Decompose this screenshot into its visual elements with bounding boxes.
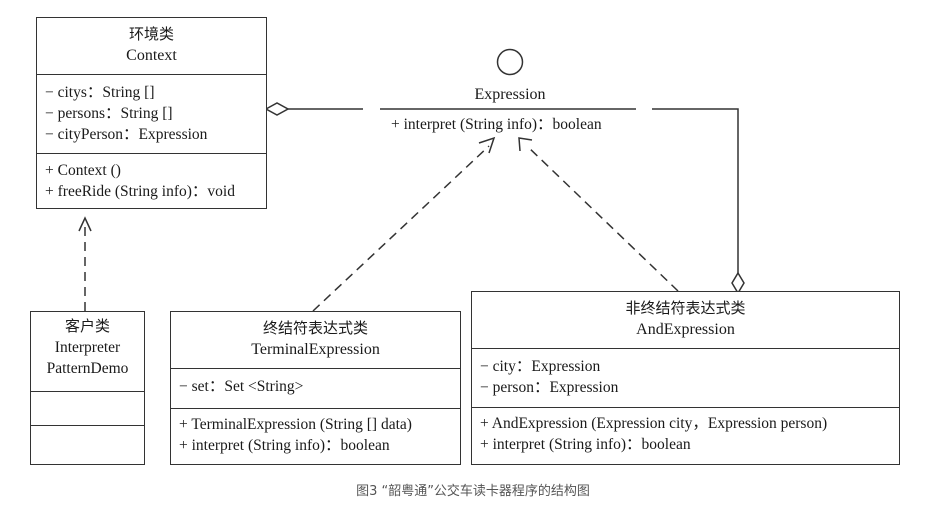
aggregation-line-andexpression [652,108,739,273]
context-title-en: Context [126,47,177,64]
nonterminal-operation: + AndExpression (Expression city，Express… [480,415,828,432]
nonterminal-operation: + interpret (String info)：boolean [480,436,691,453]
realization-line-andexpression [526,145,679,292]
realization-line-terminal [312,145,490,312]
expression-interface-name: Expression [474,86,546,103]
figure-caption: 图3 “韶粤通”公交车读卡器程序的结构图 [356,484,590,499]
terminal-operation: + TerminalExpression (String [] data) [179,416,412,433]
context-attribute: − citys：String [] [45,84,155,101]
context-operation: + Context () [45,162,121,179]
client-title-en: PatternDemo [46,360,129,377]
terminal-expression-class: 终结符表达式类 TerminalExpression − set：Set <St… [170,311,461,465]
terminal-title-zh: 终结符表达式类 [262,319,368,337]
dependency-arrow-icon [78,216,92,232]
and-expression-class: 非终结符表达式类 AndExpression − city：Expression… [471,291,900,465]
terminal-title-en: TerminalExpression [251,341,380,358]
client-operations-section [31,425,144,463]
nonterminal-attribute: − person：Expression [480,379,619,396]
context-class: 环境类 Context − citys：String [] − persons：… [36,17,267,209]
aggregation-diamond-icon [264,102,290,116]
context-attribute: − persons：String [] [45,105,173,122]
client-class: 客户类 Interpreter PatternDemo [30,311,145,465]
terminal-operation: + interpret (String info)：boolean [179,437,390,454]
realization-arrow-icon [518,137,533,152]
nonterminal-title-en: AndExpression [636,321,735,338]
realization-arrow-icon [478,136,496,154]
interface-lollipop-icon [496,48,524,76]
nonterminal-attribute: − city：Expression [480,358,601,375]
terminal-attribute: − set：Set <String> [179,378,304,395]
context-title-zh: 环境类 [128,25,174,43]
nonterminal-title-zh: 非终结符表达式类 [625,299,746,317]
context-attribute: − cityPerson：Expression [45,126,208,143]
aggregation-diamond-icon [731,271,745,295]
client-title-zh: 客户类 [64,317,110,335]
client-title-en: Interpreter [54,339,121,356]
context-operation: + freeRide (String info)：void [45,183,235,200]
client-attributes-section [31,391,144,425]
expression-interface-operation: + interpret (String info)：boolean [391,116,602,133]
